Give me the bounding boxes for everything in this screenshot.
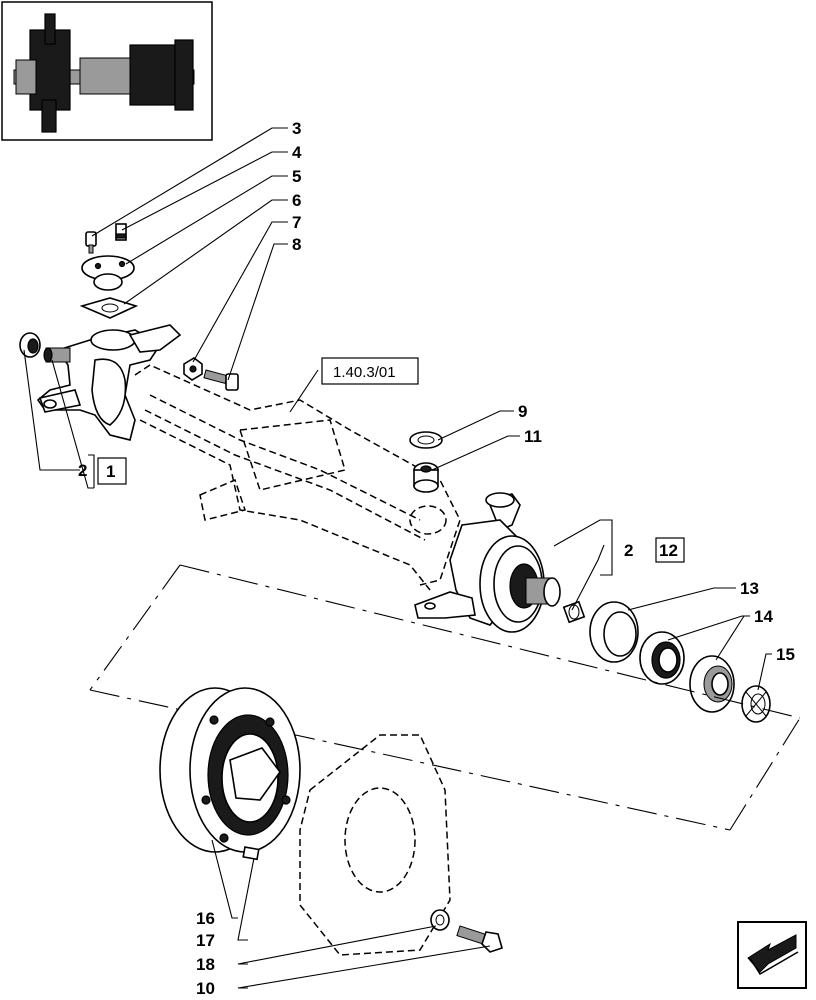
callout-2-right: 2	[624, 541, 633, 560]
callout-2-left: 2	[78, 461, 87, 480]
washer-18	[430, 909, 450, 931]
nut-7	[183, 357, 203, 381]
callout-18: 18	[196, 955, 215, 974]
callout-17: 17	[196, 931, 215, 950]
ref-box-1	[97, 457, 127, 485]
callout-6: 6	[292, 191, 301, 210]
callout-11: 11	[524, 427, 542, 446]
callout-8: 8	[292, 235, 301, 254]
wheel-hub	[159, 687, 301, 853]
dowel-17	[242, 846, 260, 861]
callout-14: 14	[754, 607, 773, 626]
ref-box-12	[655, 537, 685, 563]
grease-nipple-4	[115, 223, 127, 241]
wheel-rim-outline	[299, 734, 451, 956]
right-knuckle	[414, 492, 561, 633]
callout-15: 15	[776, 645, 795, 664]
axle-thumbnail	[1, 1, 213, 141]
bushing-2-right	[562, 600, 586, 624]
bearing-race-13	[589, 601, 639, 663]
ring-nut-15	[741, 685, 771, 723]
cover-5	[81, 255, 135, 291]
bearing-14b	[689, 655, 735, 713]
stub-pin-left	[43, 347, 71, 363]
arrow-back-icon[interactable]	[737, 921, 807, 989]
bolt-8	[203, 369, 239, 391]
callout-10: 10	[196, 979, 215, 998]
callout-5: 5	[292, 167, 301, 186]
bushing-left	[19, 332, 41, 358]
seal-9	[409, 431, 443, 449]
shim-6	[79, 297, 139, 319]
reference-label: 1.40.3/01	[333, 364, 396, 381]
bearing-14a	[639, 631, 685, 685]
leader-lines	[23, 127, 772, 989]
callout-4: 4	[292, 143, 302, 162]
callout-12: 12	[659, 541, 678, 560]
callout-13: 13	[740, 579, 759, 598]
callout-9: 9	[518, 402, 527, 421]
bushing-11	[413, 462, 439, 493]
reference-box	[321, 357, 419, 385]
callout-1: 1	[106, 462, 115, 481]
axle-housing-outline	[134, 364, 461, 591]
callout-7: 7	[292, 213, 301, 232]
left-knuckle	[36, 324, 182, 441]
callout-16: 16	[196, 909, 215, 928]
callout-3: 3	[292, 119, 301, 138]
screw-3	[85, 231, 97, 254]
